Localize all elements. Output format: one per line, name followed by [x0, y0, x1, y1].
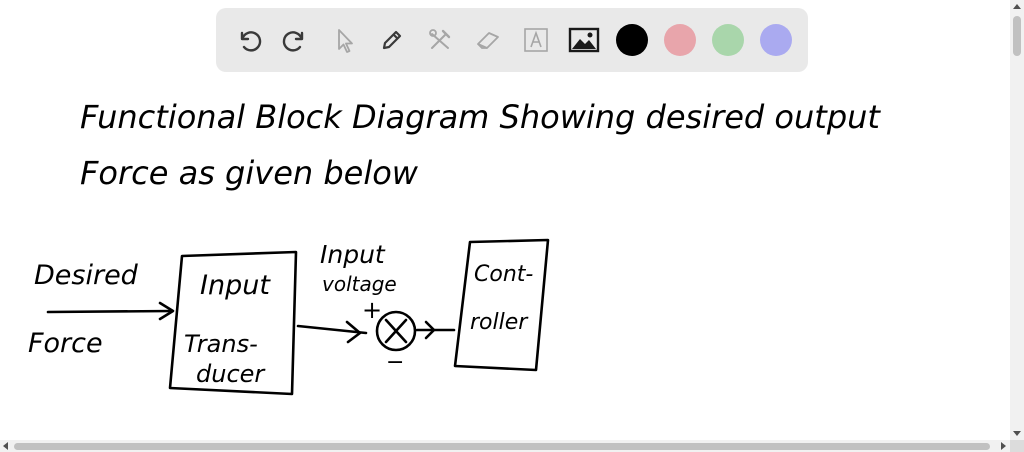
scroll-right-icon[interactable] — [1001, 442, 1006, 450]
eraser-button[interactable] — [470, 22, 506, 58]
transducer-block — [168, 250, 298, 396]
pointer-icon — [338, 29, 353, 53]
color-swatch-green[interactable] — [712, 24, 744, 56]
tools-icon — [429, 29, 451, 49]
controller-block — [453, 238, 550, 372]
color-swatch-black[interactable] — [616, 24, 648, 56]
eraser-icon — [477, 32, 499, 49]
color-swatch-red[interactable] — [664, 24, 696, 56]
diagram-strokes — [46, 238, 550, 396]
tools-button[interactable] — [422, 22, 458, 58]
vertical-scroll-thumb[interactable] — [1013, 16, 1021, 56]
undo-button[interactable] — [230, 22, 266, 58]
image-button[interactable] — [566, 22, 602, 58]
text-icon — [524, 28, 548, 52]
whiteboard-canvas[interactable]: Functional Block Diagram Showing desired… — [0, 0, 1010, 440]
horizontal-scrollbar[interactable] — [0, 440, 1010, 452]
desired-force-arrow — [46, 309, 174, 314]
scrollbar-corner — [1010, 440, 1024, 452]
color-swatch-purple[interactable] — [760, 24, 792, 56]
horizontal-scroll-thumb[interactable] — [14, 443, 990, 450]
text-button[interactable] — [518, 22, 554, 58]
redo-icon — [282, 31, 304, 52]
image-icon — [568, 27, 600, 53]
scroll-left-icon[interactable] — [3, 442, 8, 450]
voltage-arrow — [296, 324, 368, 335]
undo-icon — [240, 31, 262, 52]
pen-icon — [382, 30, 402, 50]
pen-button[interactable] — [374, 22, 410, 58]
redo-button[interactable] — [278, 22, 314, 58]
select-button[interactable] — [326, 22, 362, 58]
scroll-up-icon[interactable] — [1013, 4, 1021, 9]
drawing-toolbar — [216, 8, 808, 72]
vertical-scrollbar[interactable] — [1010, 0, 1024, 440]
summing-junction — [375, 310, 417, 352]
scroll-down-icon[interactable] — [1013, 431, 1021, 436]
